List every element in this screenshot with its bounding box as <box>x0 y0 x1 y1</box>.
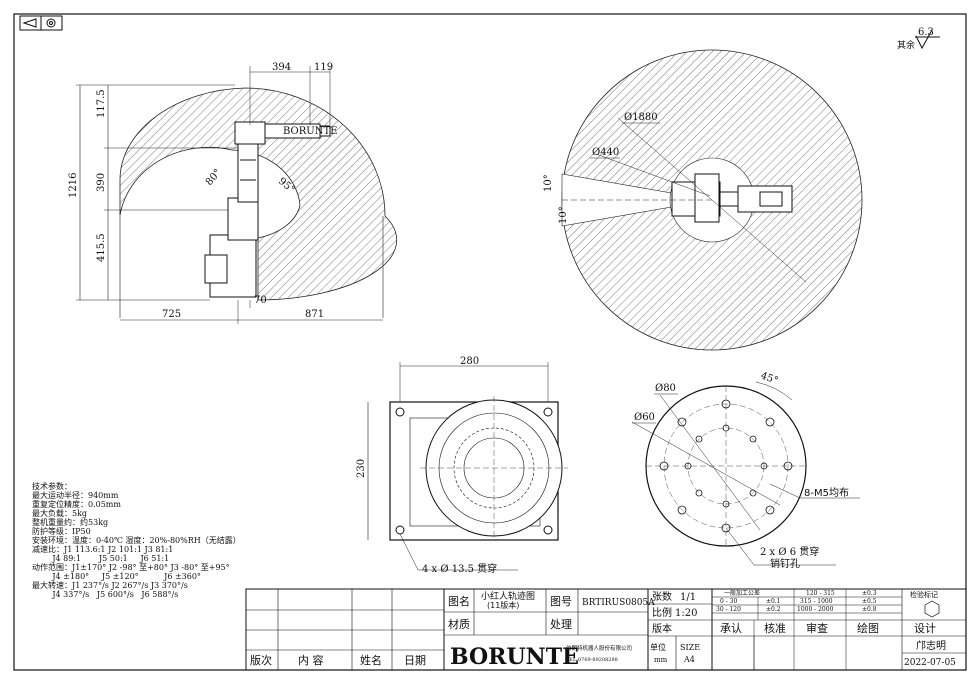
rev-header: 版次 <box>250 653 272 667</box>
spec-line: 最大运动半径：940mm <box>32 490 119 500</box>
spec-line: J4 ±180° J5 ±120° J6 ±360° <box>32 572 201 581</box>
spec-line: 防护等级：IP50 <box>32 526 91 536</box>
dim-119: 119 <box>314 62 333 73</box>
spec-line: J4 337°/s J5 600°/s J6 588°/s <box>32 590 178 599</box>
name-header: 姓名 <box>360 653 382 667</box>
surface-roughness-symbol: 6.3 其余 <box>897 27 940 51</box>
work-envelope-side <box>119 87 398 301</box>
spec-line: J4 89:1 J5 50:1 J6 51:1 <box>32 554 169 563</box>
drawing-number-value: BRTIRUS0805A <box>582 598 655 608</box>
title-block-text: 版次 内 容 姓名 日期 图名 小红人轨迹图 (11版本) 图号 BRTIRUS… <box>250 589 956 670</box>
unit-label: 单位 <box>650 642 666 652</box>
dim-415-5: 415.5 <box>96 233 107 262</box>
dim-440: Ø440 <box>592 147 619 158</box>
dowel-hole-note: 2 x Ø 6 贯穿 <box>760 545 819 558</box>
dim-80: Ø80 <box>655 383 676 394</box>
tolerance-value: ±0.8 <box>862 606 877 613</box>
designer-name: 邝志明 <box>916 639 946 652</box>
dim-390: 390 <box>96 173 107 192</box>
spec-line: 整机重量约：约53kg <box>32 517 108 527</box>
dim-70: 70 <box>254 295 267 306</box>
material-label: 材质 <box>448 617 470 631</box>
dim-1880: Ø1880 <box>624 112 658 123</box>
roughness-value: 6.3 <box>918 27 934 38</box>
check-mark-label: 检验标记 <box>910 590 938 599</box>
dowel-hole-label: 销钉孔 <box>770 557 800 570</box>
spec-line: 技术参数： <box>32 481 72 491</box>
dim-725: 725 <box>162 309 181 320</box>
roughness-label: 其余 <box>897 39 915 51</box>
robot-side-body <box>204 121 331 298</box>
unit-value: mm <box>654 656 668 664</box>
borunte-logo: BORUNTE <box>450 644 579 670</box>
technical-specs: 技术参数： 最大运动半径：940mm 重复定位精度：0.05mm 最大负载：5k… <box>32 481 241 599</box>
dim-230: 230 <box>356 459 367 478</box>
design-date: 2022-07-05 <box>904 658 956 668</box>
flange-view: Ø80 Ø60 45° 8-M5均布 2 x Ø 6 贯穿 销钉孔 <box>631 370 860 570</box>
date-header: 日期 <box>404 654 426 667</box>
angle-45: 45° <box>759 370 779 386</box>
base-plan-view: 280 230 4 x Ø 13.5 贯穿 <box>356 356 568 575</box>
dim-394: 394 <box>272 62 291 73</box>
spec-line: 最大转速：J1 237°/s J2 267°/s J3 370°/s <box>32 580 188 590</box>
dim-60: Ø60 <box>634 412 655 423</box>
title-block <box>245 588 967 671</box>
spec-line: 安装环境：温度：0-40℃ 湿度：20%-80%RH（无结露） <box>32 535 241 545</box>
review-label: 审查 <box>806 621 828 635</box>
top-view: Ø1880 Ø440 10° 10° <box>543 49 863 351</box>
treatment-label: 处理 <box>550 618 572 631</box>
dim-871: 871 <box>305 309 324 320</box>
content-header: 内 容 <box>298 653 324 667</box>
version-label: 版本 <box>652 622 672 635</box>
drawing-number-label: 图号 <box>550 595 572 608</box>
approve-label: 承认 <box>720 622 742 635</box>
tolerance-range: 120 - 315 <box>806 590 835 597</box>
nameplate: BORUNTE <box>283 126 337 137</box>
tolerance-range: 315 - 1000 <box>800 598 833 605</box>
scale-value: 1:20 <box>675 608 697 619</box>
spec-line: 动作范围：J1±170° J2 -98° 至+80° J3 -80° 至+95° <box>32 562 230 572</box>
angle-10-lower: 10° <box>558 206 569 224</box>
robot-top-body <box>671 173 793 223</box>
dim-1216: 1216 <box>68 173 79 198</box>
spec-line: 减速比：J1 113.6:1 J2 101:1 J3 81:1 <box>32 544 173 554</box>
projection-symbol <box>19 15 63 31</box>
angle-10-upper: 10° <box>543 174 554 192</box>
drawing-name-label: 图名 <box>448 594 470 608</box>
m5-thread-note: 8-M5均布 <box>804 487 849 499</box>
dim-117-5: 117.5 <box>96 89 107 118</box>
spec-line: 最大负载：5kg <box>32 508 87 518</box>
mounting-holes-note: 4 x Ø 13.5 贯穿 <box>422 562 497 575</box>
tolerance-value: ±0.1 <box>766 598 781 605</box>
tolerance-value: ±0.5 <box>862 598 877 605</box>
drawing-name-value: 小红人轨迹图 <box>481 590 535 602</box>
sheet-count-value: 1/1 <box>680 592 696 603</box>
tolerance-value: ±0.3 <box>862 590 877 597</box>
tolerance-title: 一般加工公差 <box>724 589 760 597</box>
spec-line: 重复定位精度：0.05mm <box>32 499 121 509</box>
tolerance-range: 0 - 30 <box>720 598 737 605</box>
scale-label: 比例 <box>652 606 672 619</box>
tolerance-value: ±0.2 <box>766 606 781 613</box>
side-view: BORUNTE 394 119 117.5 390 415.5 1216 725… <box>68 62 398 324</box>
size-label: SIZE <box>680 643 700 652</box>
tolerance-range: 1000 - 2000 <box>797 606 834 613</box>
size-value: A4 <box>683 655 695 664</box>
verify-label: 核准 <box>764 621 786 635</box>
drawing-name-version: (11版本) <box>487 600 519 610</box>
tolerance-range: 30 - 120 <box>716 606 741 613</box>
company-tel: TEL:0769-89208288 <box>566 657 618 663</box>
company-name: 伯朗特机器人股份有限公司 <box>566 644 632 652</box>
design-label: 设计 <box>914 622 936 635</box>
drawn-label: 绘图 <box>857 621 879 635</box>
sheet-count-label: 张数 <box>652 590 672 603</box>
dim-280: 280 <box>460 356 479 367</box>
angle-80: 80° <box>204 167 224 188</box>
